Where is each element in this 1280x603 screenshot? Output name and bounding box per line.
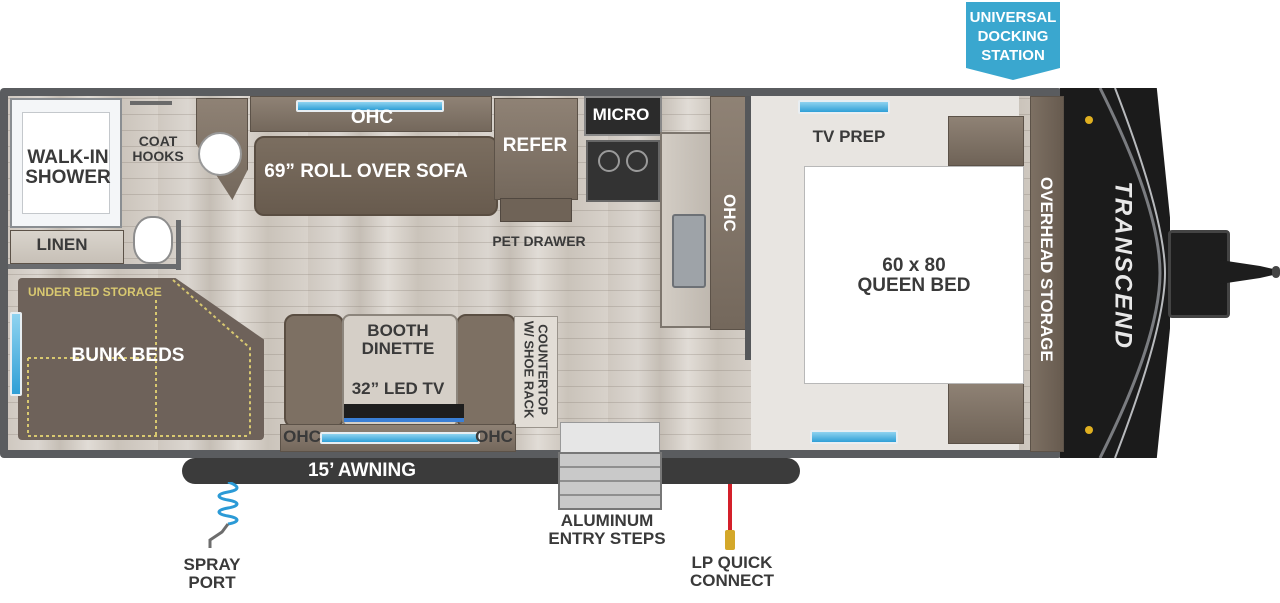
entry-door (560, 422, 660, 454)
under-bed-storage-outline (27, 279, 251, 437)
tv-prep-label: TV PREP (812, 127, 886, 146)
hitch-coupler (1220, 260, 1280, 284)
window-bunk (10, 312, 22, 396)
entry-steps (558, 452, 662, 510)
countertop-label: COUNTERTOP W/ SHOE RACK (522, 320, 551, 419)
spray-port-label: SPRAY PORT (183, 555, 241, 592)
refrigerator (494, 98, 578, 200)
pet-drawer (500, 198, 572, 222)
linen-label: LINEN (36, 235, 88, 254)
docking-station-label: UNIVERSAL DOCKING STATION (969, 9, 1057, 64)
lp-line (728, 484, 732, 532)
window-dinette (320, 432, 480, 444)
ohc-kitchen (710, 96, 750, 330)
under-bed-storage-label: UNDER BED STORAGE (28, 285, 162, 299)
bath-wall (8, 264, 180, 269)
shower-pan (22, 112, 110, 214)
nightstand-top (948, 116, 1024, 166)
brand-logo: TRANSCEND (1109, 181, 1137, 350)
front-cap (1060, 88, 1170, 458)
window-bedroom-bottom (810, 430, 898, 444)
ohc-right-label: OHC (475, 427, 513, 446)
overhead-storage (1030, 96, 1064, 452)
front-light-top (1085, 116, 1093, 124)
refer-label: REFER (502, 135, 568, 156)
docking-station-badge (966, 2, 1060, 80)
bath-wall-vertical (176, 220, 181, 270)
ohc-top-label: OHC (350, 107, 394, 128)
spray-port-hose (208, 482, 239, 548)
dinette-bench-left (284, 314, 344, 428)
window-top-sofa (296, 100, 444, 112)
range (586, 140, 660, 202)
lp-quick-connect-label: LP QUICK CONNECT (689, 553, 775, 590)
queen-bed (804, 166, 1024, 384)
awning-bar (182, 458, 800, 484)
bedroom-wall (745, 96, 751, 360)
countertop (514, 316, 558, 428)
bath-sink (198, 132, 242, 176)
coat-hooks-bar (130, 101, 172, 105)
linen-cabinet (10, 230, 124, 264)
window-bedroom-top (798, 100, 890, 114)
led-tv (344, 404, 464, 422)
front-light-bottom (1085, 426, 1093, 434)
pet-drawer-label: PET DRAWER (492, 233, 586, 249)
entry-steps-label: ALUMINUM ENTRY STEPS (548, 511, 666, 548)
toilet (133, 216, 173, 264)
range-burner-2 (626, 150, 648, 172)
dinette-bench-right (456, 314, 516, 428)
microwave (584, 96, 662, 136)
booth-dinette-label: BOOTH DINETTE (361, 321, 435, 358)
led-tv-label: 32” LED TV (351, 379, 445, 398)
awning-label: 15’ AWNING (307, 460, 417, 481)
coat-hooks-label: COAT HOOKS (132, 133, 184, 164)
queen-bed-label: 60 x 80 QUEEN BED (857, 255, 971, 296)
kitchen-sink (672, 214, 706, 288)
ohc-kitchen-label: OHC (719, 194, 739, 232)
sofa (254, 136, 498, 216)
sofa-label: 69” ROLL OVER SOFA (264, 161, 468, 182)
nightstand-bottom (948, 382, 1024, 444)
bunk-beds-label: BUNK BEDS (71, 345, 185, 366)
shower-label: WALK-IN SHOWER (25, 147, 111, 188)
overhead-storage-label: OVERHEAD STORAGE (1036, 176, 1056, 362)
micro-label: MICRO (592, 105, 650, 124)
range-burner-1 (598, 150, 620, 172)
lp-fitting (725, 530, 735, 550)
front-cap-stripes (1098, 88, 1167, 458)
ohc-left-label: OHC (283, 427, 321, 446)
